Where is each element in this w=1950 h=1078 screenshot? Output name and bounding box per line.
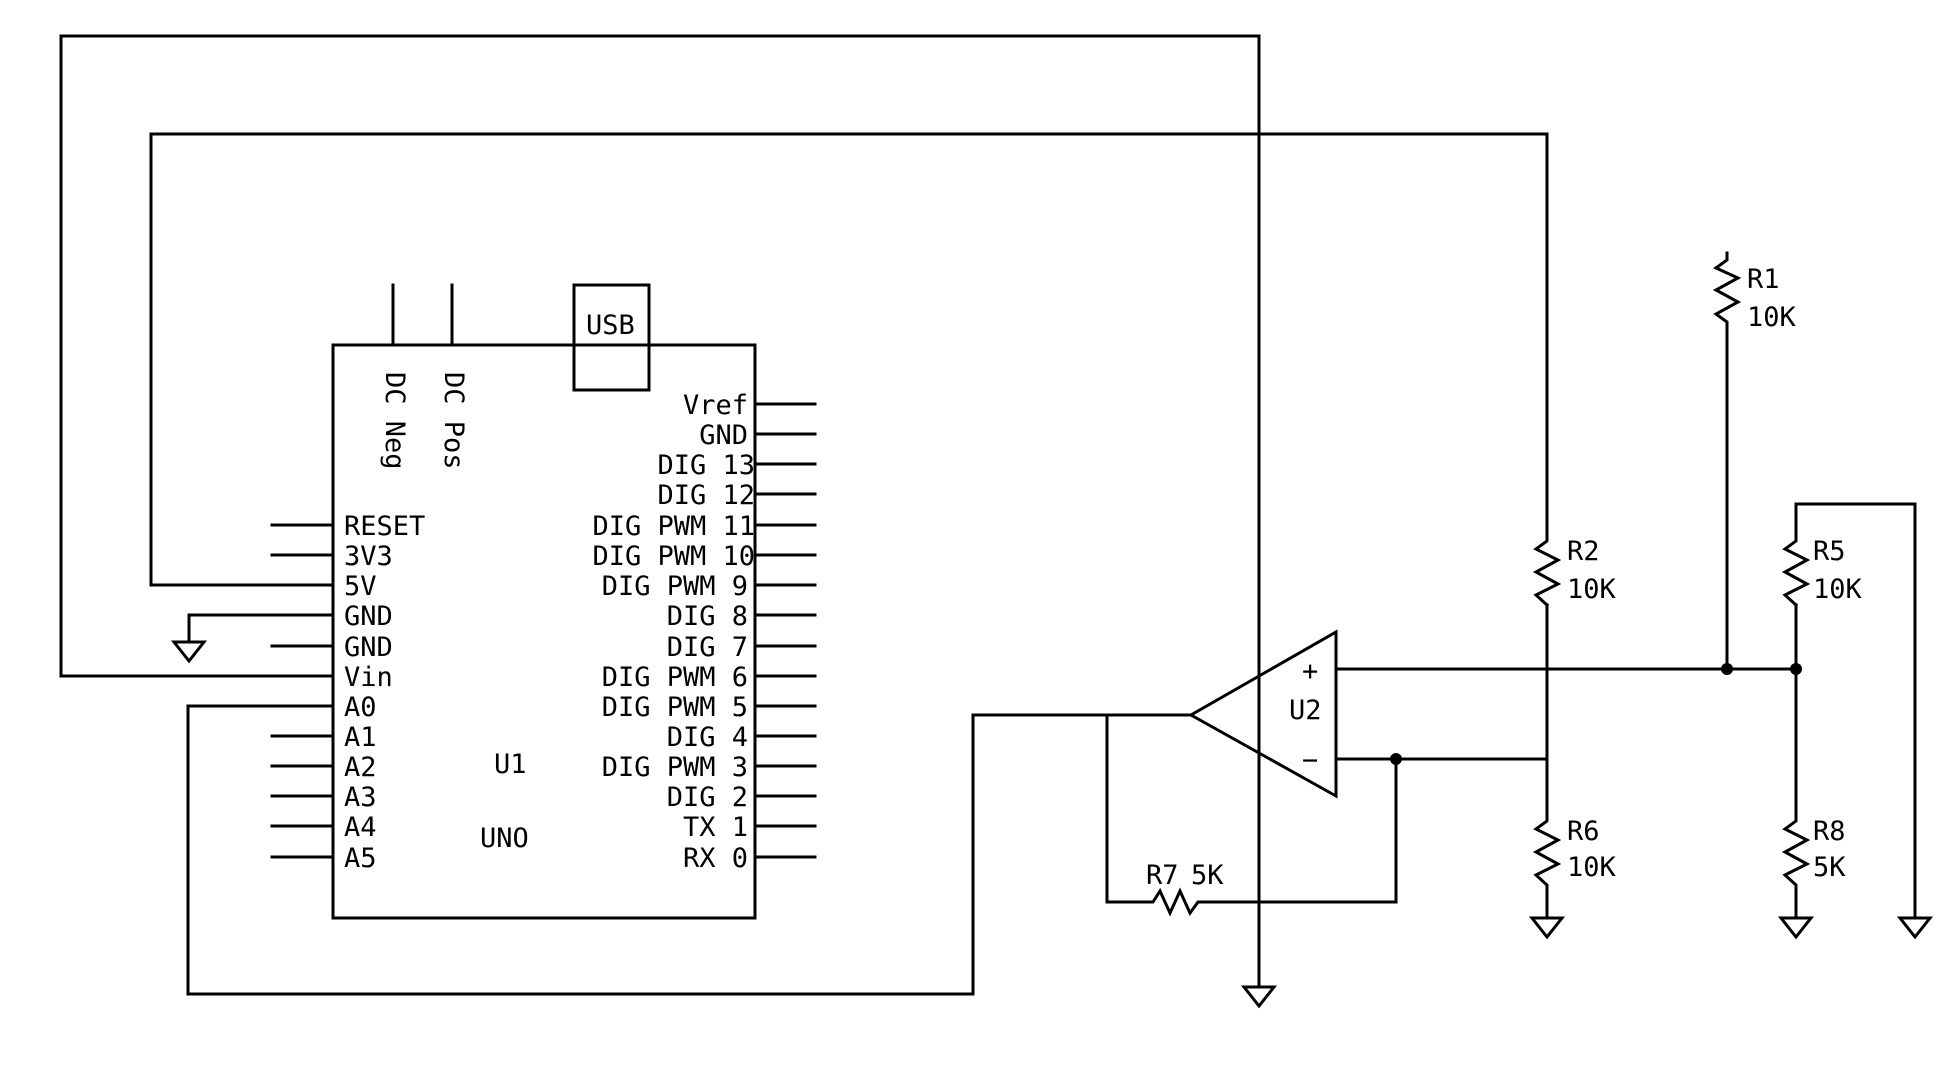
resistor-r7-ref: R7	[1146, 860, 1179, 891]
wire-vin-supply	[59, 34, 1261, 989]
ground-symbol-r8	[1777, 916, 1815, 940]
junction-minus	[1390, 753, 1402, 765]
wire-feedback-left	[1105, 713, 1148, 904]
resistor-r2: R2 10K	[1532, 531, 1617, 608]
wires	[59, 34, 1917, 996]
resistor-r5-ref: R5	[1813, 536, 1846, 567]
pin-label-a4: A4	[344, 812, 377, 843]
arduino-value: UNO	[480, 823, 529, 854]
resistor-r5: R5 10K	[1781, 531, 1863, 608]
pin-label-a5: A5	[344, 843, 377, 874]
pin-label-dig-11: DIG PWM 11	[592, 511, 755, 542]
usb-connector	[572, 283, 651, 392]
pin-label-a3: A3	[344, 782, 377, 813]
pin-label-dig-9: DIG PWM 9	[602, 571, 748, 602]
pin-label-5v: 5V	[344, 571, 377, 602]
resistor-r1-ref: R1	[1747, 264, 1780, 295]
resistor-r7: R7 5K	[1144, 860, 1224, 917]
usb-label: USB	[586, 310, 635, 341]
resistor-r6: R6 10K	[1532, 811, 1617, 920]
opamp-plus-sign: +	[1302, 656, 1318, 687]
pin-label-dig-3: DIG PWM 3	[602, 752, 748, 783]
resistor-r5-value: 10K	[1813, 574, 1863, 605]
pin-label-vin: Vin	[344, 662, 393, 693]
pin-label-dig-4: DIG 4	[667, 722, 748, 753]
wire-r5-ground	[1794, 502, 1917, 920]
resistor-r8-value: 5K	[1813, 852, 1846, 883]
resistor-r1-value: 10K	[1747, 302, 1797, 333]
wire-5v-r2	[149, 132, 1549, 587]
dc-pos-label: DC Pos	[438, 372, 469, 470]
left-pin-header: RESET 3V3 5V GND GND Vin A0 A1 A2 A3 A4 …	[270, 511, 425, 874]
pin-label-gnd-1: GND	[344, 601, 393, 632]
ground-symbol-r6	[1528, 916, 1566, 940]
pin-label-gnd-2: GND	[344, 632, 393, 663]
pin-label-gnd-3: GND	[699, 420, 748, 451]
opamp-triangle	[1187, 629, 1338, 799]
wire-feedback-right	[1203, 757, 1398, 904]
pin-label-tx-1: TX 1	[683, 812, 748, 843]
resistor-r6-value: 10K	[1567, 852, 1617, 883]
pin-label-dig-10: DIG PWM 10	[592, 541, 755, 572]
resistor-r8: R8 5K	[1781, 811, 1846, 920]
resistor-r6-ref: R6	[1567, 816, 1600, 847]
pin-label-a1: A1	[344, 722, 377, 753]
resistor-r2-value: 10K	[1567, 574, 1617, 605]
arduino-body	[331, 343, 757, 920]
pin-label-reset: RESET	[344, 511, 425, 542]
resistor-r2-ref: R2	[1567, 536, 1600, 567]
pin-label-3v3: 3V3	[344, 541, 393, 572]
resistor-r8-ref: R8	[1813, 816, 1846, 847]
pin-label-a2: A2	[344, 752, 377, 783]
dc-neg-label: DC Neg	[379, 372, 410, 470]
ground-symbol-opamp	[1240, 985, 1278, 1009]
right-pin-header: Vref GND DIG 13 DIG 12 DIG PWM 11 DIG PW…	[592, 390, 817, 874]
wire-a0-output	[186, 704, 1193, 996]
arduino-ref: U1	[494, 749, 527, 780]
pin-label-dig-5: DIG PWM 5	[602, 692, 748, 723]
arduino-uno: USB DC Neg DC Pos U1 UNO RESET 3V3 5V GN…	[270, 283, 817, 920]
pin-label-dig-2: DIG 2	[667, 782, 748, 813]
resistor-r1: R1 10K	[1712, 251, 1797, 334]
pin-label-rx-0: RX 0	[683, 843, 748, 874]
ground-symbol-arduino	[170, 613, 274, 664]
junction-plus-r5	[1790, 663, 1802, 675]
pin-label-a0: A0	[344, 692, 377, 723]
pin-label-dig-7: DIG 7	[667, 632, 748, 663]
pin-label-dig-6: DIG PWM 6	[602, 662, 748, 693]
opamp-u2: + − U2	[1187, 629, 1338, 799]
opamp-minus-sign: −	[1302, 745, 1318, 776]
junction-plus-r1	[1721, 663, 1733, 675]
pin-label-vref: Vref	[683, 390, 748, 421]
pin-label-dig-12: DIG 12	[657, 480, 755, 511]
opamp-ref: U2	[1289, 695, 1322, 726]
ground-symbol-right	[1896, 916, 1934, 940]
pin-label-dig-13: DIG 13	[657, 450, 755, 481]
resistor-r7-value: 5K	[1191, 860, 1224, 891]
pin-label-dig-8: DIG 8	[667, 601, 748, 632]
